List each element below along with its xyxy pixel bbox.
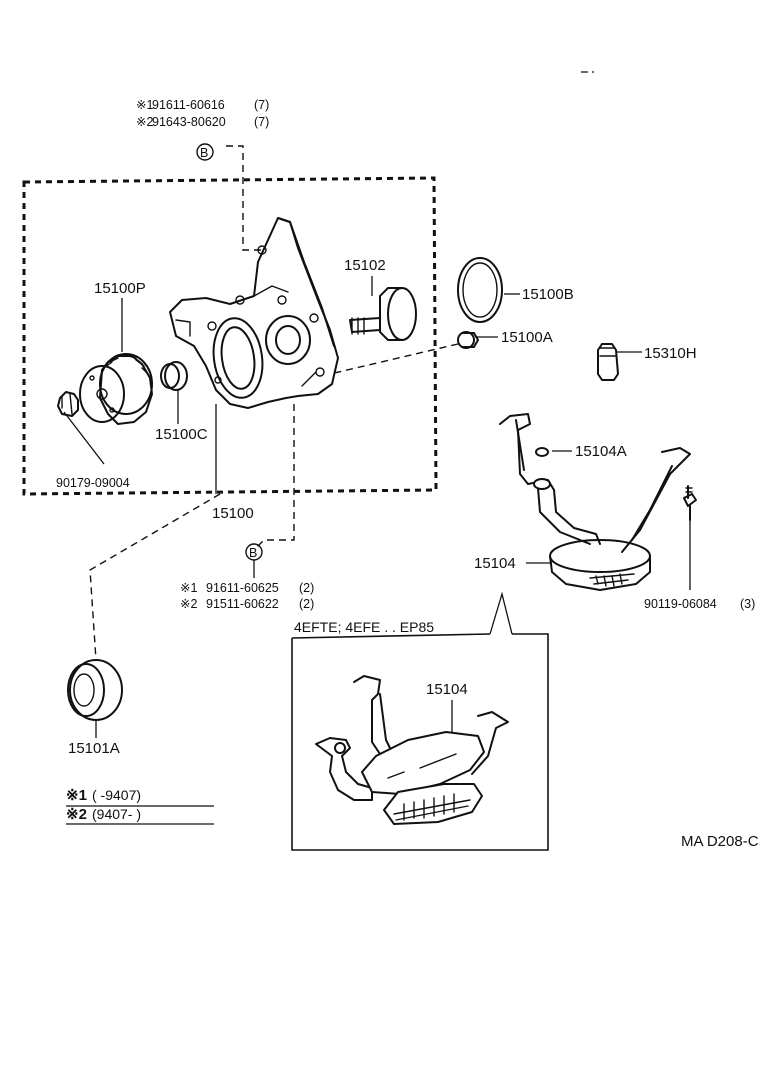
legend: ※1 ( -9407) ※2 (9407- ) <box>66 787 214 825</box>
label-15100: 15100 <box>212 505 254 522</box>
label-15104A: 15104A <box>575 443 627 460</box>
label-15310H: 15310H <box>644 345 697 362</box>
nut-90179 <box>57 391 79 417</box>
leader-90179 <box>63 411 105 465</box>
inset-title: 4EFTE; 4EFE . . EP85 <box>294 619 434 635</box>
oil-seal-15100C <box>160 361 188 391</box>
drive-rotor-15100P <box>79 353 153 425</box>
dash-seal-to-pump <box>89 493 221 661</box>
plug-15100A <box>457 331 479 349</box>
bolt-marker-top-letter: B <box>200 146 208 160</box>
bolt-bottom-part-2: 91511-60622 <box>206 597 279 611</box>
label-15101A: 15101A <box>68 740 120 757</box>
dash-plug-to-pump <box>329 343 459 375</box>
relief-valve-15102 <box>349 287 417 341</box>
bolt-top-part-2: 91643-80620 <box>152 115 226 129</box>
label-90119: 90119-06084 <box>644 597 717 611</box>
inset-frame <box>291 633 549 851</box>
bolt-top-part-1: 91611-60616 <box>152 98 225 112</box>
bolt-90119 <box>683 485 697 521</box>
bolt-bottom-part-1: 91611-60625 <box>206 581 279 595</box>
label-15100B: 15100B <box>522 286 574 303</box>
bolt-bottom-qty-2: (2) <box>299 597 314 611</box>
label-90179: 90179-09004 <box>56 476 130 490</box>
label-15100P: 15100P <box>94 280 146 297</box>
sender-15310H <box>597 343 619 381</box>
oil-strainer-15104 <box>499 413 691 591</box>
inset-alternate-strainer: 4EFTE; 4EFE . . EP85 15104 <box>291 591 549 851</box>
oil-pump-body <box>169 217 339 409</box>
label-15102: 15102 <box>344 257 386 274</box>
label-90119-qty: (3) <box>740 597 755 611</box>
bolt-bottom-mark-2: ※2 <box>180 597 197 611</box>
bolt-top-mark-1: ※1 <box>136 98 153 112</box>
bolt-bottom-qty-1: (2) <box>299 581 314 595</box>
bolt-bottom-mark-1: ※1 <box>180 581 197 595</box>
label-15100A: 15100A <box>501 329 553 346</box>
bolt-top-mark-2: ※2 <box>136 115 153 129</box>
bolt-marker-top <box>196 143 214 161</box>
bolt-group-bottom: B ※1 91611-60625 (2) ※2 91511-60622 (2) <box>180 543 314 611</box>
bolt-top-qty-2: (7) <box>254 115 269 129</box>
oil-seal-15101A <box>67 659 123 721</box>
label-15104-inset: 15104 <box>426 681 468 698</box>
legend-range-1: ( -9407) <box>92 787 141 803</box>
o-ring-15100B <box>457 257 503 323</box>
drawing-code: MA D208-C <box>681 833 759 850</box>
bolt-marker-bottom-letter: B <box>249 546 257 560</box>
label-15104: 15104 <box>474 555 516 572</box>
bolt-top-qty-1: (7) <box>254 98 269 112</box>
label-15100C: 15100C <box>155 426 208 443</box>
bolt-top-leader <box>226 145 262 251</box>
legend-mark-2: ※2 <box>66 806 87 823</box>
dash-bolt-bottom <box>255 404 295 549</box>
bolt-group-top: ※1 91611-60616 (7) ※2 91643-80620 (7) B <box>136 98 269 251</box>
legend-mark-1: ※1 <box>66 787 87 804</box>
legend-range-2: (9407- ) <box>92 806 141 822</box>
